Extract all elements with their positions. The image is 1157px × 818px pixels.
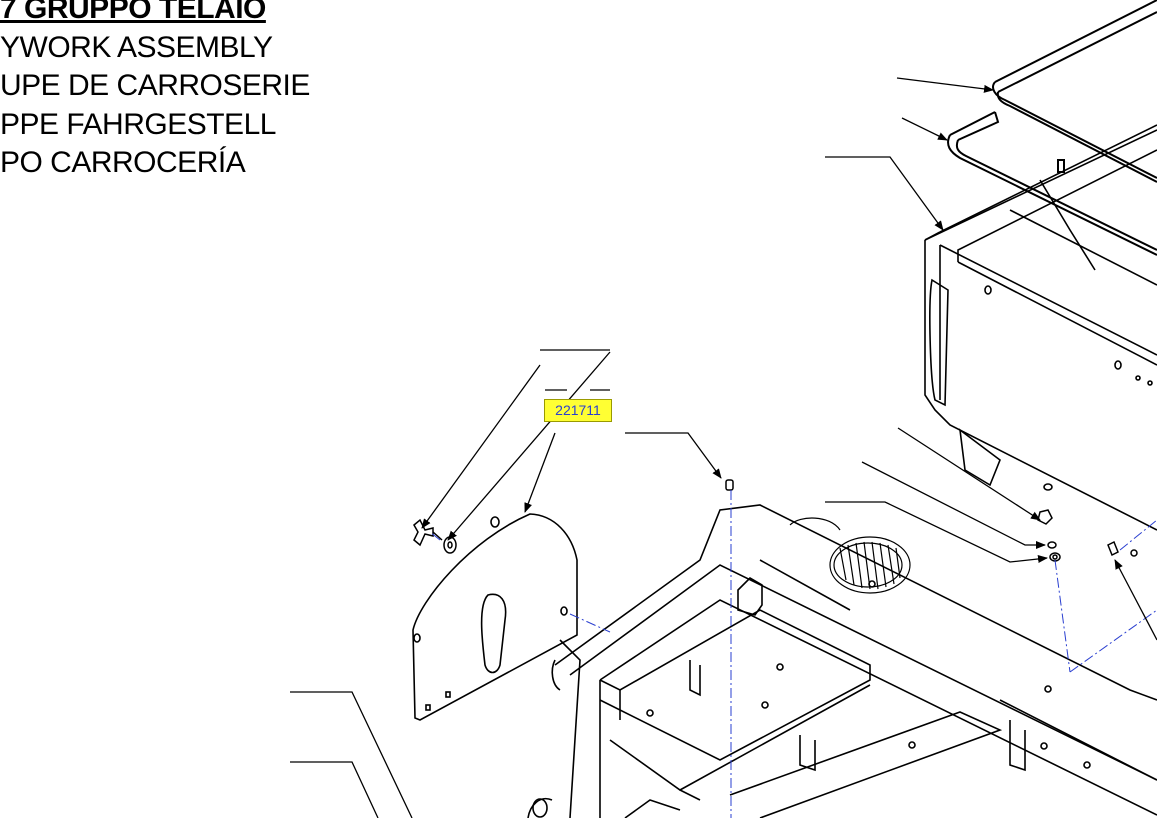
seal-gaskets: [947, 0, 1157, 256]
body-frame: [924, 124, 1157, 531]
assembly-centerlines: [429, 490, 1157, 818]
pin: [725, 479, 734, 491]
title-french: UPE DE CARROSERIE: [0, 69, 310, 102]
title-german: PPE FAHRGESTELL: [0, 107, 276, 141]
side-cover-panel: [412, 513, 578, 721]
part-number-callout[interactable]: 221711: [544, 399, 612, 422]
washer: [443, 536, 457, 554]
wing-nut: [413, 518, 443, 547]
fan-wheel: [789, 517, 911, 594]
title-english: YWORK ASSEMBLY: [0, 30, 273, 64]
title-spanish: PO CARROCERÍA: [0, 146, 246, 179]
fasteners-right: [1037, 509, 1138, 562]
title-italian: 7 GRUPPO TELAIO: [0, 0, 266, 25]
chassis-frame: [527, 504, 1157, 818]
leader-lines: [290, 77, 1157, 818]
assembly-title-block: 7 GRUPPO TELAIO YWORK ASSEMBLY UPE DE CA…: [0, 0, 310, 183]
